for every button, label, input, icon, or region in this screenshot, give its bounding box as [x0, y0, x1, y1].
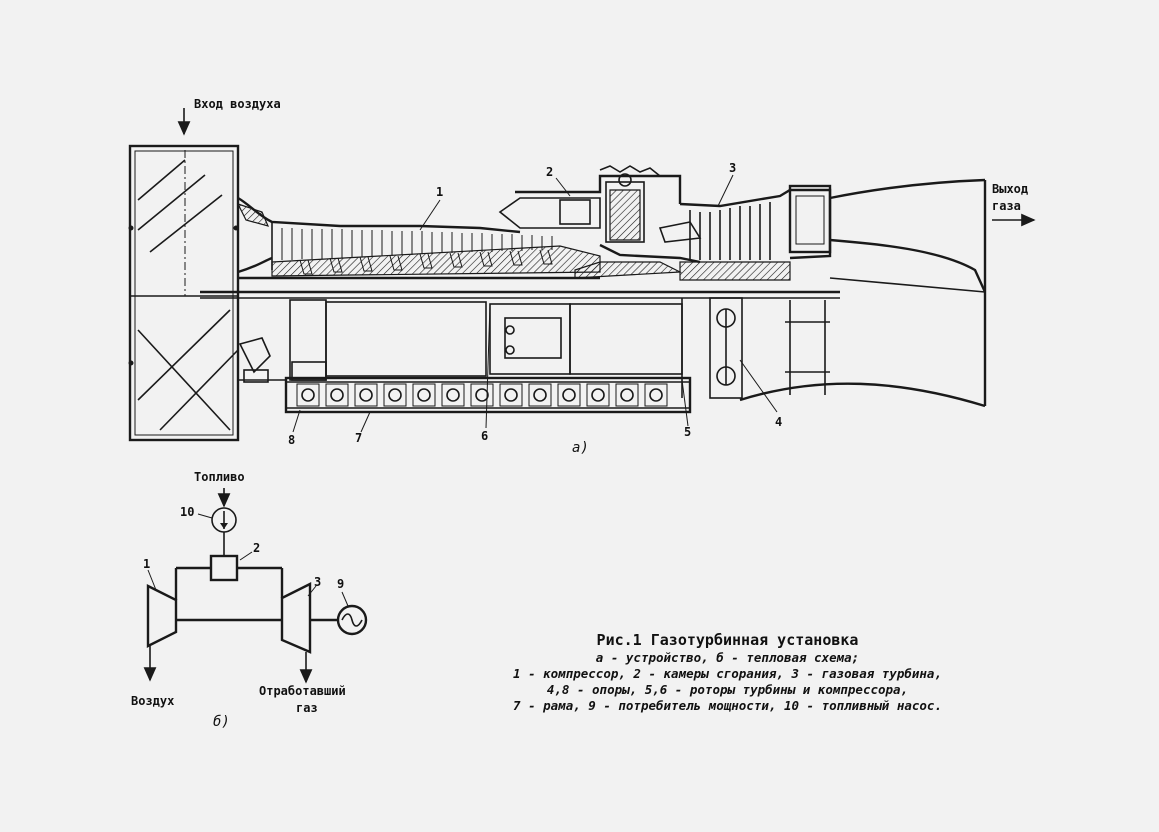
caption-line-3: 4,8 - опоры, 5,6 - роторы турбины и комп… [546, 682, 909, 697]
fuel-label: Топливо [194, 470, 245, 484]
scheme-callout-9: 9 [337, 577, 344, 591]
callout-6: 6 [481, 429, 488, 443]
callout-5: 5 [684, 425, 691, 439]
frame-hole [649, 388, 663, 402]
frame-hole [533, 388, 547, 402]
caption-line-2: 1 - компрессор, 2 - камеры сгорания, 3 -… [513, 666, 942, 681]
frame-hole [417, 388, 431, 402]
figure-caption: Рис.1 Газотурбинная установка а - устрой… [455, 630, 1000, 714]
combustion-chamber [498, 165, 701, 279]
thermal-scheme: Топливо 1 2 3 9 [131, 470, 368, 730]
frame-cell [325, 383, 349, 407]
callout-2: 2 [546, 165, 553, 179]
scheme-callout-1: 1 [143, 557, 150, 571]
exhaust-label-1: Отработавший [259, 684, 346, 698]
compressor-symbol [146, 584, 178, 648]
caption-line-4: 7 - рама, 9 - потребитель мощности, 10 -… [513, 698, 942, 713]
frame-hole [301, 388, 315, 402]
frame-hole [504, 388, 518, 402]
callout-7: 7 [355, 431, 362, 445]
combustion-chamber-symbol [209, 554, 239, 582]
frame-cell [586, 383, 610, 407]
callout-1: 1 [436, 185, 443, 199]
exhaust-diffuser [739, 178, 987, 408]
frame-hole [591, 388, 605, 402]
frame-cell [499, 383, 523, 407]
frame-hole [388, 388, 402, 402]
callout-3: 3 [729, 161, 736, 175]
gas-outlet-label-1: Выход [992, 182, 1028, 196]
frame-cell [528, 383, 552, 407]
turbine-section [658, 184, 832, 281]
frame-cell [296, 383, 320, 407]
scheme-callout-3: 3 [314, 575, 321, 589]
caption-line-1: а - устройство, б - тепловая схема; [595, 650, 860, 665]
frame-cell [470, 383, 494, 407]
callout-8: 8 [288, 433, 295, 447]
frame-cell [644, 383, 668, 407]
frame-rail [238, 337, 692, 414]
leader-lines [292, 174, 778, 433]
frame-hole [475, 388, 489, 402]
turbine-symbol [280, 582, 312, 654]
exhaust-label-2: газ [296, 701, 318, 715]
compressor-blades [281, 228, 553, 275]
frame-cell [441, 383, 465, 407]
frame-hole [446, 388, 460, 402]
air-out-label: Воздух [131, 694, 174, 708]
power-consumer-symbol [336, 604, 368, 636]
frame-hole [562, 388, 576, 402]
frame-hole [359, 388, 373, 402]
frame-cell [557, 383, 581, 407]
caption-title: Рис.1 Газотурбинная установка [596, 631, 859, 649]
compressor-casing [236, 196, 601, 280]
frame-hole [330, 388, 344, 402]
scheme-callout-10: 10 [180, 505, 194, 519]
lower-body [289, 298, 683, 398]
engine-cross-section: Вход воздуха [128, 97, 1036, 456]
scheme-callout-2: 2 [253, 541, 260, 555]
gas-outlet-label-2: газа [992, 199, 1021, 213]
frame-cell [354, 383, 378, 407]
support-4 [709, 297, 743, 399]
frame-cell [412, 383, 436, 407]
frame-cell [383, 383, 407, 407]
support-8 [291, 361, 327, 381]
sublabel-a: а) [572, 440, 589, 456]
frame-hole [620, 388, 634, 402]
frame-cell [615, 383, 639, 407]
callout-4: 4 [775, 415, 782, 429]
air-inlet-label: Вход воздуха [194, 97, 281, 111]
sublabel-b: б) [213, 714, 230, 730]
